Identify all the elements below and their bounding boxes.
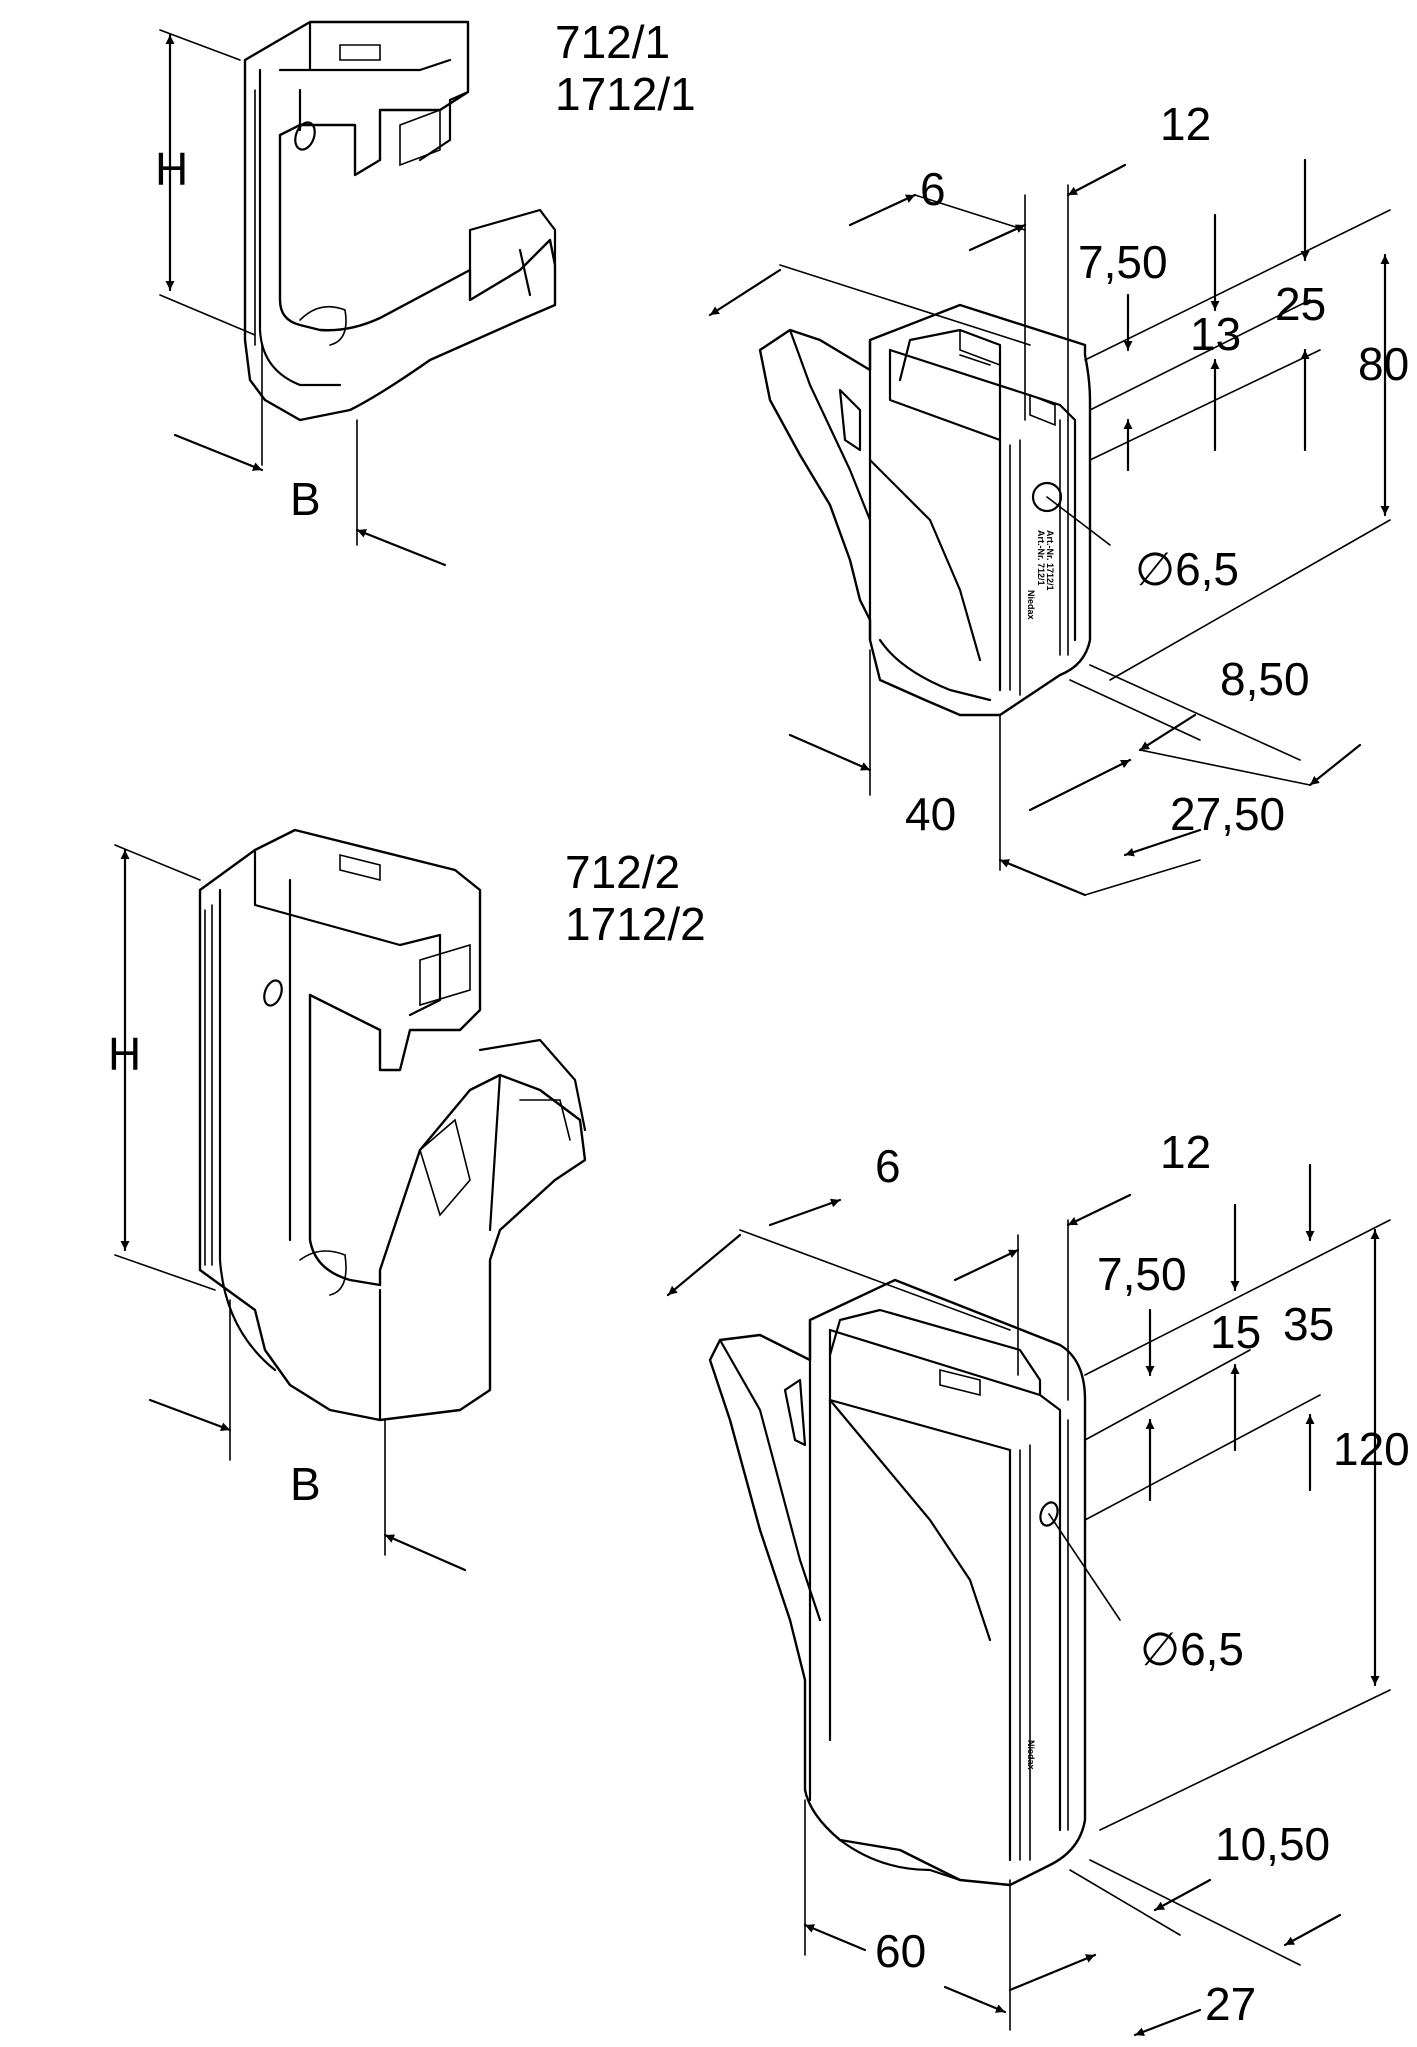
dim-b-120: 120 [1333,1423,1410,1475]
embossed-brand-a: Niedax [1026,590,1036,620]
dim-b-35: 35 [1283,1298,1334,1350]
dim-a-80: 80 [1358,338,1409,390]
dim-b-7-50: 7,50 [1097,1248,1187,1300]
label-h-large: H [108,1028,141,1080]
dim-b-6: 6 [875,1140,901,1192]
model-b-line1: 712/2 [565,846,680,898]
dim-a-40: 40 [905,788,956,840]
clip-small-dimensioned-view: Niedax Art.-Nr. 712/1 Art.-Nr. 1712/1 6 … [708,98,1409,897]
clip-large-generic-view: H B [108,828,587,1572]
dim-a-13: 13 [1190,308,1241,360]
clip-small-generic-view: H B [155,20,557,567]
model-a-line1: 712/1 [555,16,670,68]
dim-b-27: 27 [1205,1978,1256,2030]
dim-b-15: 15 [1210,1306,1261,1358]
dim-a-27-50: 27,50 [1170,788,1285,840]
embossed-art-a1: Art.-Nr. 712/1 [1036,530,1046,586]
dim-a-12: 12 [1160,98,1211,150]
model-a-line2: 1712/1 [555,68,696,120]
label-b-small: B [290,473,321,525]
dim-a-25: 25 [1275,278,1326,330]
clip-large-dimensioned-view: Niedax 6 12 7,50 15 35 120 [666,1126,1410,2037]
model-b-line2: 1712/2 [565,898,706,950]
dim-b-hole: ∅6,5 [1140,1623,1244,1675]
dim-a-8-50: 8,50 [1220,653,1310,705]
dim-a-7-50: 7,50 [1078,236,1168,288]
embossed-brand-b: Niedax [1026,1740,1036,1770]
dim-b-10-50: 10,50 [1215,1818,1330,1870]
dim-a-6: 6 [920,163,946,215]
dim-b-60: 60 [875,1925,926,1977]
label-h-small: H [155,143,188,195]
label-b-large: B [290,1458,321,1510]
dim-a-hole: ∅6,5 [1135,543,1239,595]
dim-b-12: 12 [1160,1126,1211,1178]
embossed-art-a2: Art.-Nr. 1712/1 [1045,530,1055,591]
